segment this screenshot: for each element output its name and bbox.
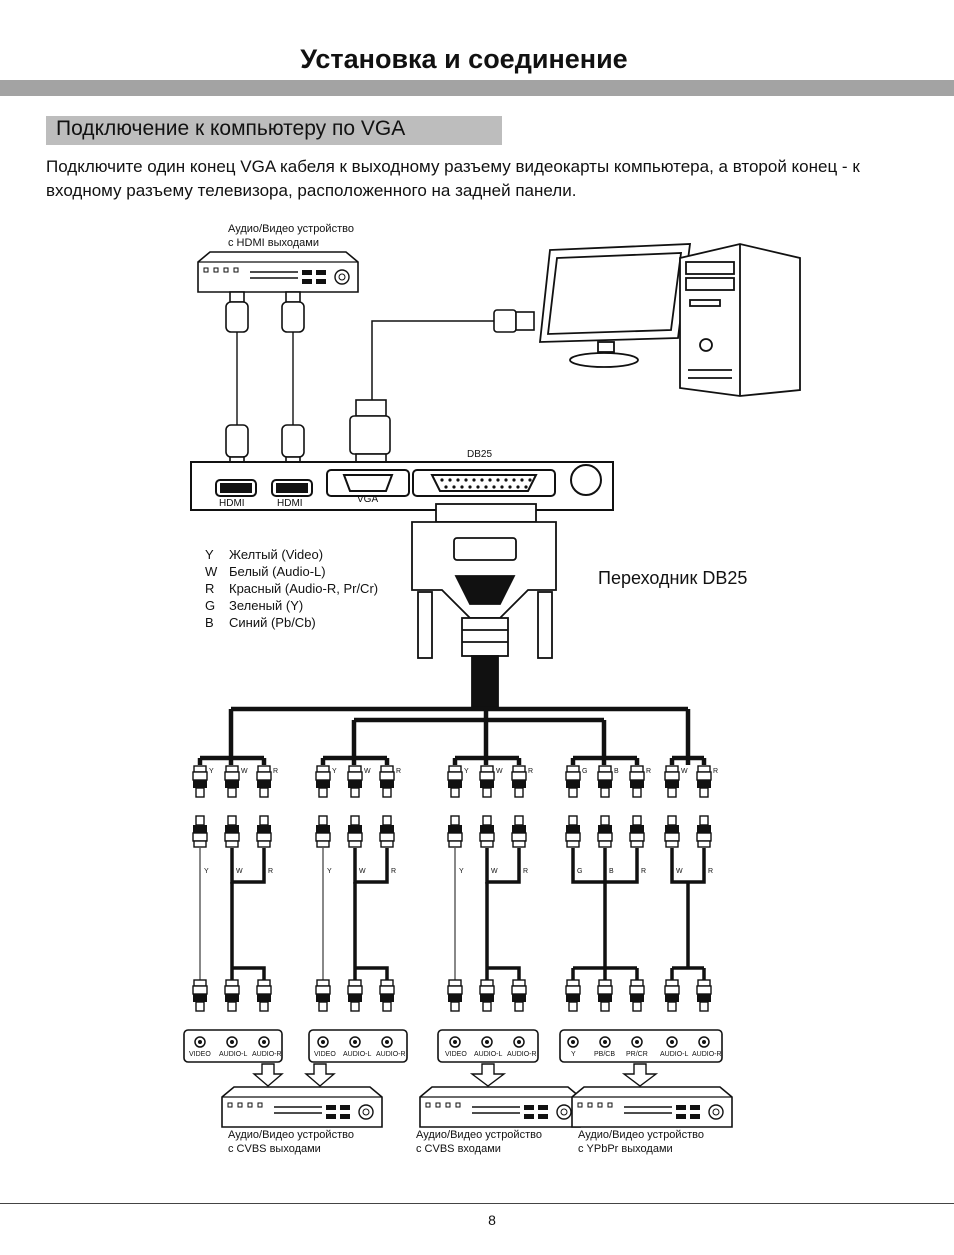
plug-letter: R [528, 768, 534, 775]
plug-letter: Y [209, 768, 214, 775]
section-title: Подключение к компьютеру по VGA [56, 117, 406, 140]
hdmi-device-label-line1: Аудио/Видео устройство [228, 223, 354, 235]
jack-label: AUDIO-R [252, 1051, 282, 1058]
plug-letter: Y [459, 868, 464, 875]
plug-letter: W [236, 868, 243, 875]
plug-letter: R [646, 768, 652, 775]
plug-letter: G [577, 868, 583, 875]
device-label-cvbs-out-line1: Аудио/Видео устройство [228, 1129, 354, 1141]
bottom-devices [221, 1086, 733, 1128]
device-label-cvbs-out-line2: с CVBS выходами [228, 1143, 321, 1155]
intro-text: Подключите один конец VGA кабеля к выход… [46, 157, 860, 200]
jack-label: AUDIO-R [376, 1051, 406, 1058]
page-number: 8 [488, 1212, 496, 1228]
rca-cables [199, 848, 706, 980]
plug-letter: R [396, 768, 402, 775]
plug-letter: W [496, 768, 503, 775]
rca-plugs-upper [192, 765, 712, 798]
jack-label: AUDIO-L [474, 1051, 503, 1058]
plug-letter: Y [332, 768, 337, 775]
plug-letter: R [641, 868, 647, 875]
jack-label: AUDIO-R [507, 1051, 537, 1058]
hdmi-device-label-line2: с HDMI выходами [228, 237, 319, 249]
device-label-cvbs-in-line2: с CVBS входами [416, 1143, 501, 1155]
device-label-cvbs-in-line1: Аудио/Видео устройство [416, 1129, 542, 1141]
jack-label: VIDEO [445, 1051, 467, 1058]
plug-letter: B [609, 868, 614, 875]
hdmi2-label: HDMI [277, 498, 303, 509]
adapter-label: Переходник DB25 [598, 568, 748, 588]
plug-letter: W [681, 768, 688, 775]
jack-label: PB/CB [594, 1051, 616, 1058]
jack-label: VIDEO [314, 1051, 336, 1058]
plug-letter: W [491, 868, 498, 875]
db25-label: DB25 [467, 449, 493, 460]
pc-tower [679, 243, 801, 397]
vga-cable [349, 309, 535, 469]
jack-label: Y [571, 1051, 576, 1058]
db25-adapter [411, 503, 557, 709]
plug-letter: G [582, 768, 588, 775]
plug-letter: W [359, 868, 366, 875]
arrows [252, 1063, 659, 1087]
hdmi-cables [225, 291, 305, 470]
cable-tree [197, 706, 707, 765]
vga-label: VGA [357, 494, 379, 505]
plug-letter: R [713, 768, 719, 775]
footer-divider [0, 1203, 954, 1204]
device-label-ypbpr-line1: Аудио/Видео устройство [578, 1129, 704, 1141]
db25-pins [440, 478, 532, 489]
title-bar [0, 80, 954, 96]
hdmi-source-device [197, 251, 359, 293]
jack-label: AUDIO-L [660, 1051, 689, 1058]
plug-letter: W [241, 768, 248, 775]
plug-letter: R [523, 868, 529, 875]
plug-letter: R [273, 768, 279, 775]
rca-plugs-middle [192, 815, 712, 848]
jack-label: PR/CR [626, 1051, 648, 1058]
plug-letter: R [391, 868, 397, 875]
tv-back-panel [190, 461, 614, 511]
hdmi1-label: HDMI [219, 498, 245, 509]
plug-letter: Y [327, 868, 332, 875]
rca-plugs-lower [192, 979, 712, 1012]
plug-letter: R [708, 868, 714, 875]
plug-letter: R [268, 868, 274, 875]
device-label-ypbpr-line2: с YPbPr выходами [578, 1143, 673, 1155]
plug-letter: B [614, 768, 619, 775]
jack-label: AUDIO-R [692, 1051, 722, 1058]
jack-label: VIDEO [189, 1051, 211, 1058]
plug-letter: Y [464, 768, 469, 775]
section-header: Подключение к компьютеру по VGA [46, 116, 502, 145]
monitor [538, 243, 692, 368]
plug-letter: W [676, 868, 683, 875]
jack-label: AUDIO-L [343, 1051, 372, 1058]
plug-letter: W [364, 768, 371, 775]
plug-letter: Y [204, 868, 209, 875]
page-title: Установка и соединение [300, 44, 628, 74]
jack-label: AUDIO-L [219, 1051, 248, 1058]
